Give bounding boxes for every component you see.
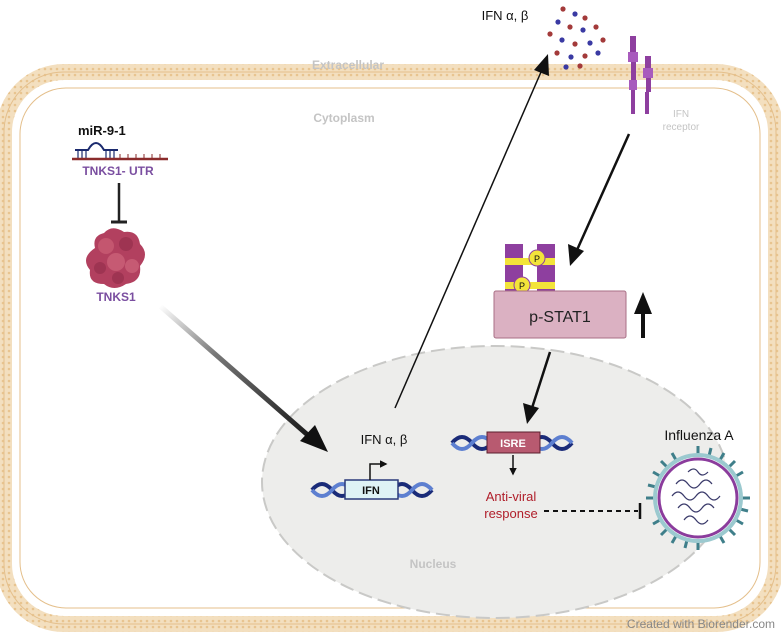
phospho-label-2: P xyxy=(519,281,525,291)
tnks1-label: TNKS1 xyxy=(96,290,136,304)
influenza-label: Influenza A xyxy=(664,427,734,443)
credit-label: Created with Biorender.com xyxy=(627,617,775,631)
cytokine-particles-icon xyxy=(547,6,606,70)
antiviral-label-line2: response xyxy=(484,506,537,521)
antiviral-label-line1: Anti-viral xyxy=(486,489,537,504)
pstat1-to-isre-arrow xyxy=(530,351,552,409)
ifn-receptor-icon xyxy=(628,36,653,114)
mirna-hairpin-icon xyxy=(72,142,168,161)
mirna-label: miR-9-1 xyxy=(78,123,126,138)
pstat1-box xyxy=(493,290,627,339)
receptor-label-line1: IFN xyxy=(673,109,689,120)
phospho-label-1: P xyxy=(534,254,540,264)
ifn-top-label: IFN α, β xyxy=(482,8,529,23)
ifn-gene-label: IFN xyxy=(362,485,380,497)
tnks1-to-ifn-arrow xyxy=(158,304,320,446)
pstat1-label: p-STAT1 xyxy=(529,309,591,326)
isre-label: ISRE xyxy=(500,438,526,450)
cell-membrane xyxy=(0,64,781,632)
ifn-secretion-arrow xyxy=(394,71,542,409)
pstat1-up-arrowhead xyxy=(634,292,652,314)
receptor-to-pstat1-arrow xyxy=(575,133,631,251)
nucleus-label: Nucleus xyxy=(410,557,457,571)
pstat1-to-isre-arrowhead xyxy=(523,403,539,424)
influenza-virus-icon xyxy=(646,446,750,550)
ifn-nucleus-label: IFN α, β xyxy=(361,432,408,447)
extracellular-label: Extracellular xyxy=(312,58,384,72)
cytoplasm-label: Cytoplasm xyxy=(313,111,374,125)
ifn-secretion-arrowhead xyxy=(534,54,549,76)
tnks1-arrowhead xyxy=(300,425,328,452)
stat1-dimer-icon xyxy=(505,244,555,304)
utr-label: TNKS1- UTR xyxy=(82,164,154,178)
tnks1-protein-icon xyxy=(86,228,145,288)
ifn-gene-box xyxy=(344,479,399,500)
receptor-label-line2: receptor xyxy=(663,122,700,133)
mirna-inhibition-arrow xyxy=(111,183,127,224)
transcription-arrow xyxy=(369,460,388,480)
receptor-to-pstat1-arrowhead xyxy=(568,244,584,266)
isre-box xyxy=(486,431,541,454)
